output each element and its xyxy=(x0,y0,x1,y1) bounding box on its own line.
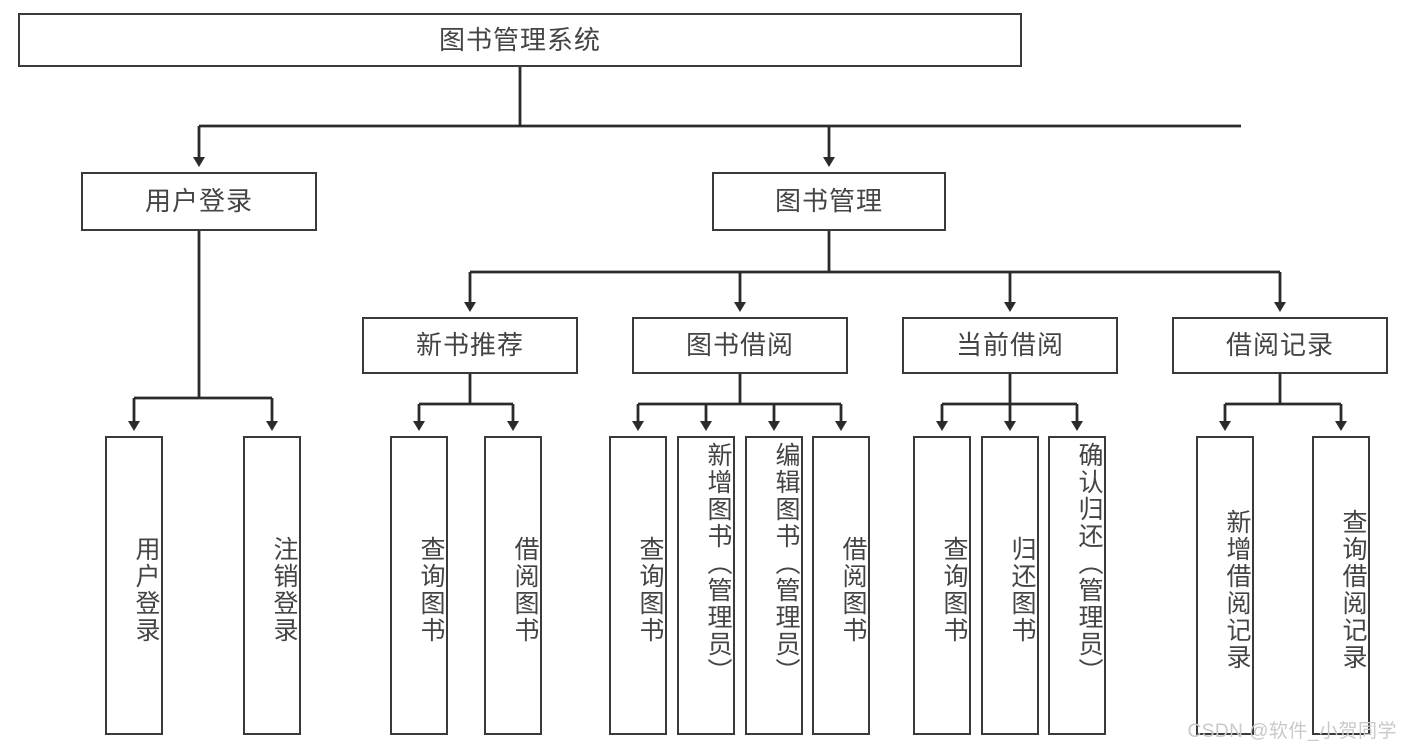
node-leaf-add-book[interactable]: 新增图书（管理员） xyxy=(677,436,735,735)
node-borrow-record-label: 借阅记录 xyxy=(1225,330,1334,361)
node-leaf-query-book-cb-label: 查询图书 xyxy=(940,535,968,644)
node-leaf-user-logout-label: 注销登录 xyxy=(270,535,298,644)
node-leaf-add-record[interactable]: 新增借阅记录 xyxy=(1196,436,1254,735)
csdn-watermark: CSDN @软件_小贺同学 xyxy=(1187,721,1397,742)
node-book-manage-label: 图书管理 xyxy=(774,186,883,217)
node-leaf-confirm-return[interactable]: 确认归还（管理员） xyxy=(1048,436,1106,735)
node-leaf-add-book-label: 新增图书（管理员） xyxy=(704,442,732,685)
node-leaf-query-book-rec[interactable]: 查询图书 xyxy=(390,436,448,735)
node-leaf-user-login[interactable]: 用户登录 xyxy=(105,436,163,735)
node-root-label: 图书管理系统 xyxy=(438,24,601,55)
node-leaf-edit-book[interactable]: 编辑图书（管理员） xyxy=(745,436,803,735)
node-borrow-record[interactable]: 借阅记录 xyxy=(1172,317,1388,374)
node-book-borrow-label: 图书借阅 xyxy=(685,330,794,361)
node-book-manage[interactable]: 图书管理 xyxy=(712,172,946,231)
node-new-book-rec-label: 新书推荐 xyxy=(415,330,524,361)
node-leaf-borrow-book-bb-label: 借阅图书 xyxy=(839,535,867,644)
node-leaf-query-record[interactable]: 查询借阅记录 xyxy=(1312,436,1370,735)
node-leaf-user-logout[interactable]: 注销登录 xyxy=(243,436,301,735)
node-leaf-return-book[interactable]: 归还图书 xyxy=(981,436,1039,735)
node-leaf-query-book-cb[interactable]: 查询图书 xyxy=(913,436,971,735)
node-leaf-query-record-label: 查询借阅记录 xyxy=(1339,508,1367,671)
node-book-borrow[interactable]: 图书借阅 xyxy=(632,317,848,374)
node-leaf-query-book-rec-label: 查询图书 xyxy=(417,535,445,644)
node-leaf-borrow-book-rec[interactable]: 借阅图书 xyxy=(484,436,542,735)
node-leaf-add-record-label: 新增借阅记录 xyxy=(1223,508,1251,671)
node-leaf-query-book-bb-label: 查询图书 xyxy=(636,535,664,644)
node-current-borrow[interactable]: 当前借阅 xyxy=(902,317,1118,374)
node-user-login[interactable]: 用户登录 xyxy=(81,172,317,231)
node-leaf-query-book-bb[interactable]: 查询图书 xyxy=(609,436,667,735)
node-leaf-return-book-label: 归还图书 xyxy=(1008,535,1036,644)
node-leaf-user-login-label: 用户登录 xyxy=(132,535,160,644)
node-new-book-rec[interactable]: 新书推荐 xyxy=(362,317,578,374)
node-leaf-edit-book-label: 编辑图书（管理员） xyxy=(772,442,800,685)
node-leaf-borrow-book-bb[interactable]: 借阅图书 xyxy=(812,436,870,735)
node-user-login-label: 用户登录 xyxy=(144,186,253,217)
node-current-borrow-label: 当前借阅 xyxy=(955,330,1064,361)
node-leaf-borrow-book-rec-label: 借阅图书 xyxy=(511,535,539,644)
node-leaf-confirm-return-label: 确认归还（管理员） xyxy=(1075,442,1103,685)
node-root[interactable]: 图书管理系统 xyxy=(18,13,1022,67)
